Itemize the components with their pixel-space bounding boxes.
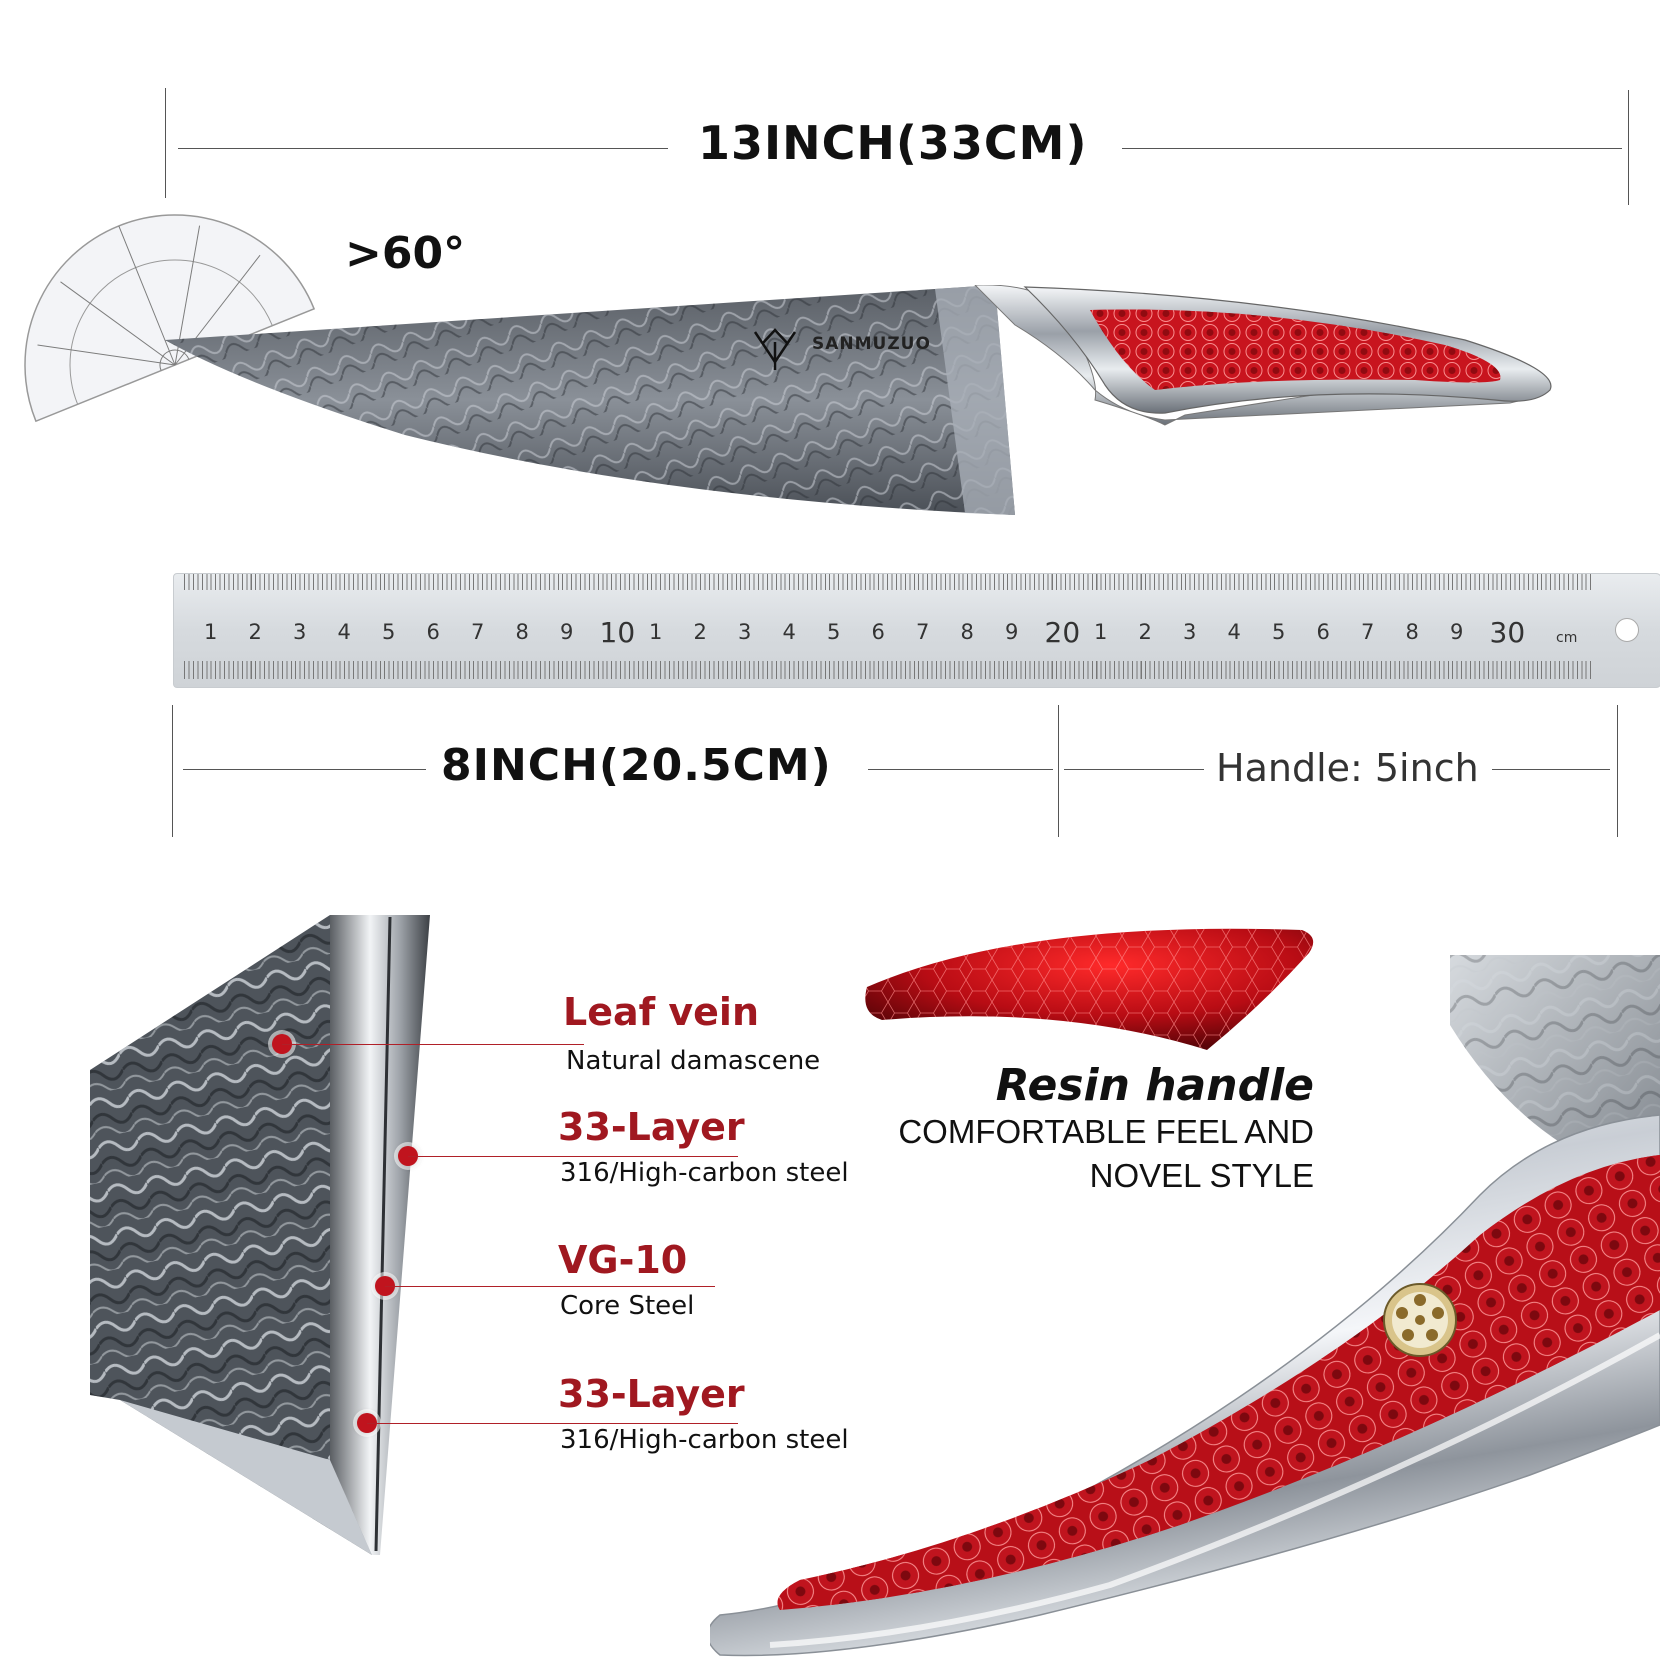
ruler-number: 5: [382, 620, 396, 644]
layer-line-4: [367, 1423, 738, 1424]
layer-title-4: 33-Layer: [558, 1372, 745, 1416]
angle-label: >60°: [345, 228, 466, 279]
brand-logo-icon: [753, 328, 797, 370]
ruler-number: 2: [1138, 620, 1152, 644]
ruler-number: 9: [560, 620, 574, 644]
total-length-line-right: [1122, 148, 1622, 149]
ruler-ticks-top: [184, 574, 1591, 590]
blade-handle-divider: [1058, 705, 1059, 837]
ruler-unit: cm: [1556, 630, 1578, 646]
chef-knife-top: [165, 285, 1552, 515]
ruler-number: 5: [827, 620, 841, 644]
resin-insert-swatch: [865, 928, 1314, 1050]
ruler-number: 8: [515, 620, 529, 644]
blade-line-left: [183, 769, 426, 770]
ruler-hole: [1615, 618, 1639, 642]
layer-subtitle-2: 316/High-carbon steel: [560, 1158, 849, 1188]
brand-name: SANMUZUO: [812, 334, 931, 354]
handle-right-tick: [1617, 705, 1618, 837]
ruler-number: 1: [649, 620, 663, 644]
ruler-number: 4: [782, 620, 796, 644]
resin-handle-title: Resin handle: [995, 1060, 1314, 1111]
ruler-number: 6: [871, 620, 885, 644]
ruler-number: 7: [471, 620, 485, 644]
ruler-number: 1: [204, 620, 218, 644]
layer-subtitle-3: Core Steel: [560, 1291, 695, 1321]
ruler-number: 4: [337, 620, 351, 644]
protractor: [24, 214, 316, 423]
total-length-right-tick: [1628, 90, 1629, 205]
ruler-number: 5: [1272, 620, 1286, 644]
ruler-number: 3: [293, 620, 307, 644]
handle-closeup: [710, 955, 1660, 1657]
handle-line-left: [1064, 769, 1204, 770]
ruler-number: 9: [1005, 620, 1019, 644]
layer-line-3: [385, 1286, 715, 1287]
ruler-number: 2: [248, 620, 262, 644]
ruler-number: 3: [1183, 620, 1197, 644]
ruler-number: 30: [1489, 616, 1526, 649]
total-length-left-tick: [165, 88, 166, 198]
ruler-number: 9: [1450, 620, 1464, 644]
ruler-number: 2: [693, 620, 707, 644]
resin-handle-line1: COMFORTABLE FEEL AND: [898, 1113, 1314, 1150]
blade-length-label: 8INCH(20.5CM): [441, 740, 832, 791]
ruler-numbers: 1 2 3 4 5 6 7 8 9 10 1 2 3 4 5 6 7 8 9 20 1 2 3 4 5 6 7 8 9 30: [174, 616, 1660, 652]
ruler-number: 3: [738, 620, 752, 644]
ruler-number: 7: [1361, 620, 1375, 644]
ruler-number: 20: [1044, 616, 1081, 649]
total-length-label: 13INCH(33CM): [698, 116, 1088, 170]
blade-cross-section: [90, 915, 430, 1555]
ruler-number: 8: [960, 620, 974, 644]
ruler-number: 8: [1405, 620, 1419, 644]
layer-line-2: [408, 1156, 738, 1157]
ruler-number: 6: [426, 620, 440, 644]
blade-left-tick: [172, 705, 173, 837]
total-length-line-left: [178, 148, 668, 149]
layer-line-1: [282, 1044, 584, 1045]
layer-subtitle-1: Natural damascene: [566, 1046, 821, 1076]
resin-handle-line2: NOVEL STYLE: [1089, 1157, 1314, 1194]
blade-line-right: [868, 769, 1053, 770]
handle-length-label: Handle: 5inch: [1216, 746, 1479, 790]
ruler-number: 10: [599, 616, 636, 649]
ruler-ticks-bottom: [184, 661, 1591, 679]
layer-title-1: Leaf vein: [563, 990, 760, 1034]
ruler-number: 4: [1227, 620, 1241, 644]
layer-title-2: 33-Layer: [558, 1105, 745, 1149]
steel-ruler: 1 2 3 4 5 6 7 8 9 10 1 2 3 4 5 6 7 8 9 20 1 2 3 4 5 6 7 8 9 30 cm: [173, 573, 1660, 688]
ruler-number: 6: [1316, 620, 1330, 644]
ruler-number: 7: [916, 620, 930, 644]
handle-line-right: [1492, 769, 1610, 770]
layer-title-3: VG-10: [558, 1238, 688, 1282]
ruler-number: 1: [1094, 620, 1108, 644]
layer-subtitle-4: 316/High-carbon steel: [560, 1425, 849, 1455]
